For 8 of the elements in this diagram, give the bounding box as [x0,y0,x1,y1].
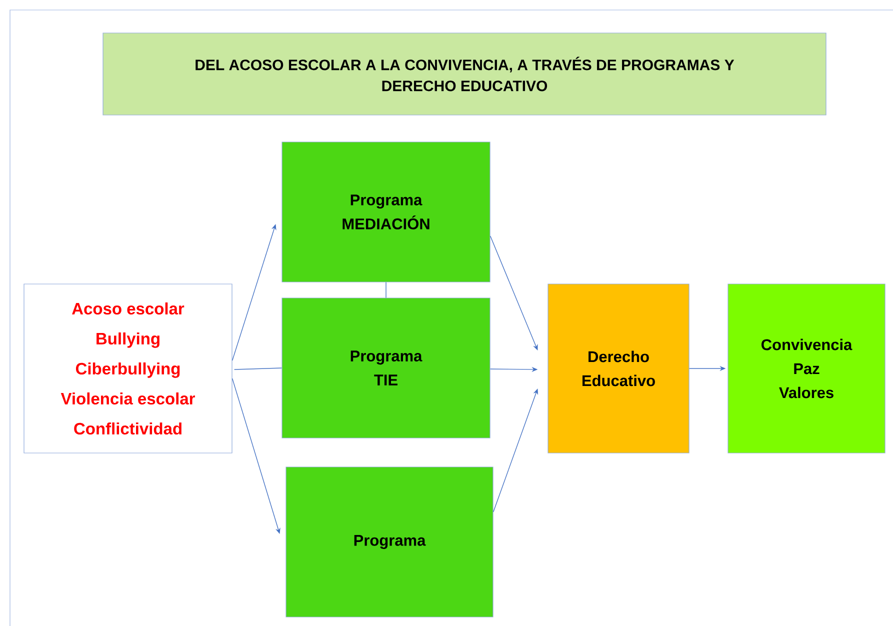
program-box: Programa [286,466,494,618]
connector-line [234,368,282,370]
program-box: Programa TIE [282,298,490,438]
law-box: Derecho Educativo [548,284,690,454]
program-box: Programa MEDIACIÓN [282,142,490,282]
title-box: DEL ACOSO ESCOLAR A LA CONVIVENCIA, A TRAVÉS DE PROGRAMAS Y DERECHO EDUCATIVO [102,32,826,116]
problem-box: Acoso escolar Bullying Ciberbullying Violencia escolar Conflictividad [24,284,232,454]
outcome-box: Convivencia Paz Valores [728,284,886,454]
